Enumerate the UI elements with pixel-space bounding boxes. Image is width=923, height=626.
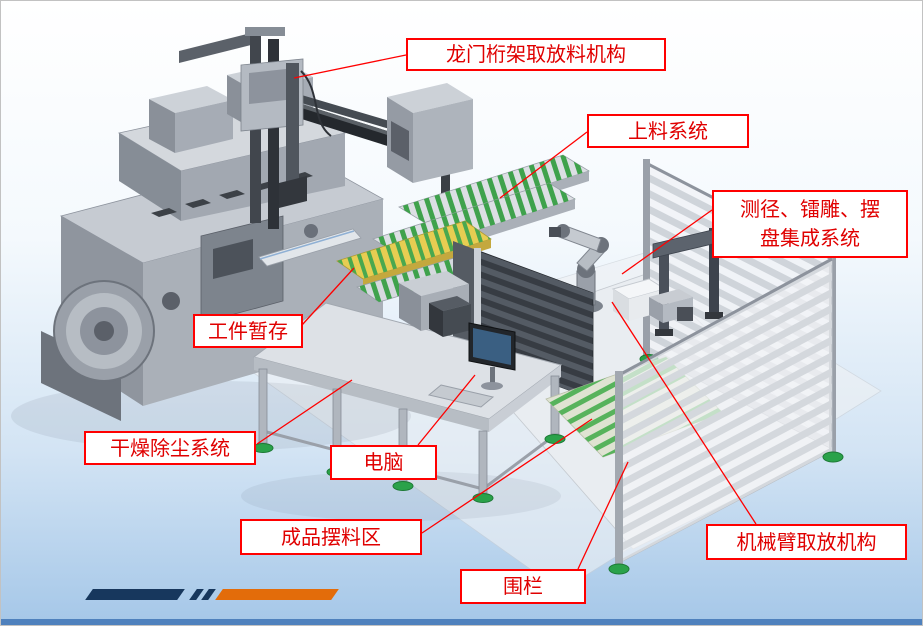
bottom-accent-line xyxy=(1,619,922,625)
leader-gantry xyxy=(293,54,407,79)
deco-bar-navy xyxy=(85,589,185,600)
leader-finished xyxy=(421,418,593,534)
label-computer: 电脑 xyxy=(330,445,437,480)
label-feeding-system: 上料系统 xyxy=(587,114,749,148)
label-finished-goods-area: 成品摆料区 xyxy=(240,519,422,555)
leader-computer xyxy=(417,374,476,446)
leader-feeding xyxy=(499,131,588,199)
cnc-machine xyxy=(41,62,385,421)
feeder-hopper xyxy=(387,83,473,183)
leader-lines xyxy=(256,54,757,570)
leader-staging xyxy=(301,267,355,326)
label-fence: 围栏 xyxy=(460,569,586,604)
label-robot-arm-pick-place: 机械臂取放机构 xyxy=(706,524,907,560)
label-workpiece-staging: 工件暂存 xyxy=(193,314,303,348)
leader-measure xyxy=(621,209,713,275)
work-table xyxy=(252,271,566,503)
table-equipment-box xyxy=(399,271,471,337)
fence-front-wall xyxy=(608,257,844,575)
computer-monitor xyxy=(427,322,516,408)
deco-bar-orange xyxy=(215,589,339,600)
leader-fence xyxy=(577,461,629,570)
label-drying-dedusting-system: 干燥除尘系统 xyxy=(84,431,256,465)
label-measure-laser-tray-system: 测径、镭雕、摆 盘集成系统 xyxy=(712,190,908,258)
leader-robot xyxy=(611,301,757,525)
machine-motor xyxy=(41,280,155,421)
label-gantry-pick-place: 龙门桁架取放料机构 xyxy=(406,38,666,71)
leader-drying xyxy=(256,379,353,445)
measuring-station xyxy=(649,226,726,336)
